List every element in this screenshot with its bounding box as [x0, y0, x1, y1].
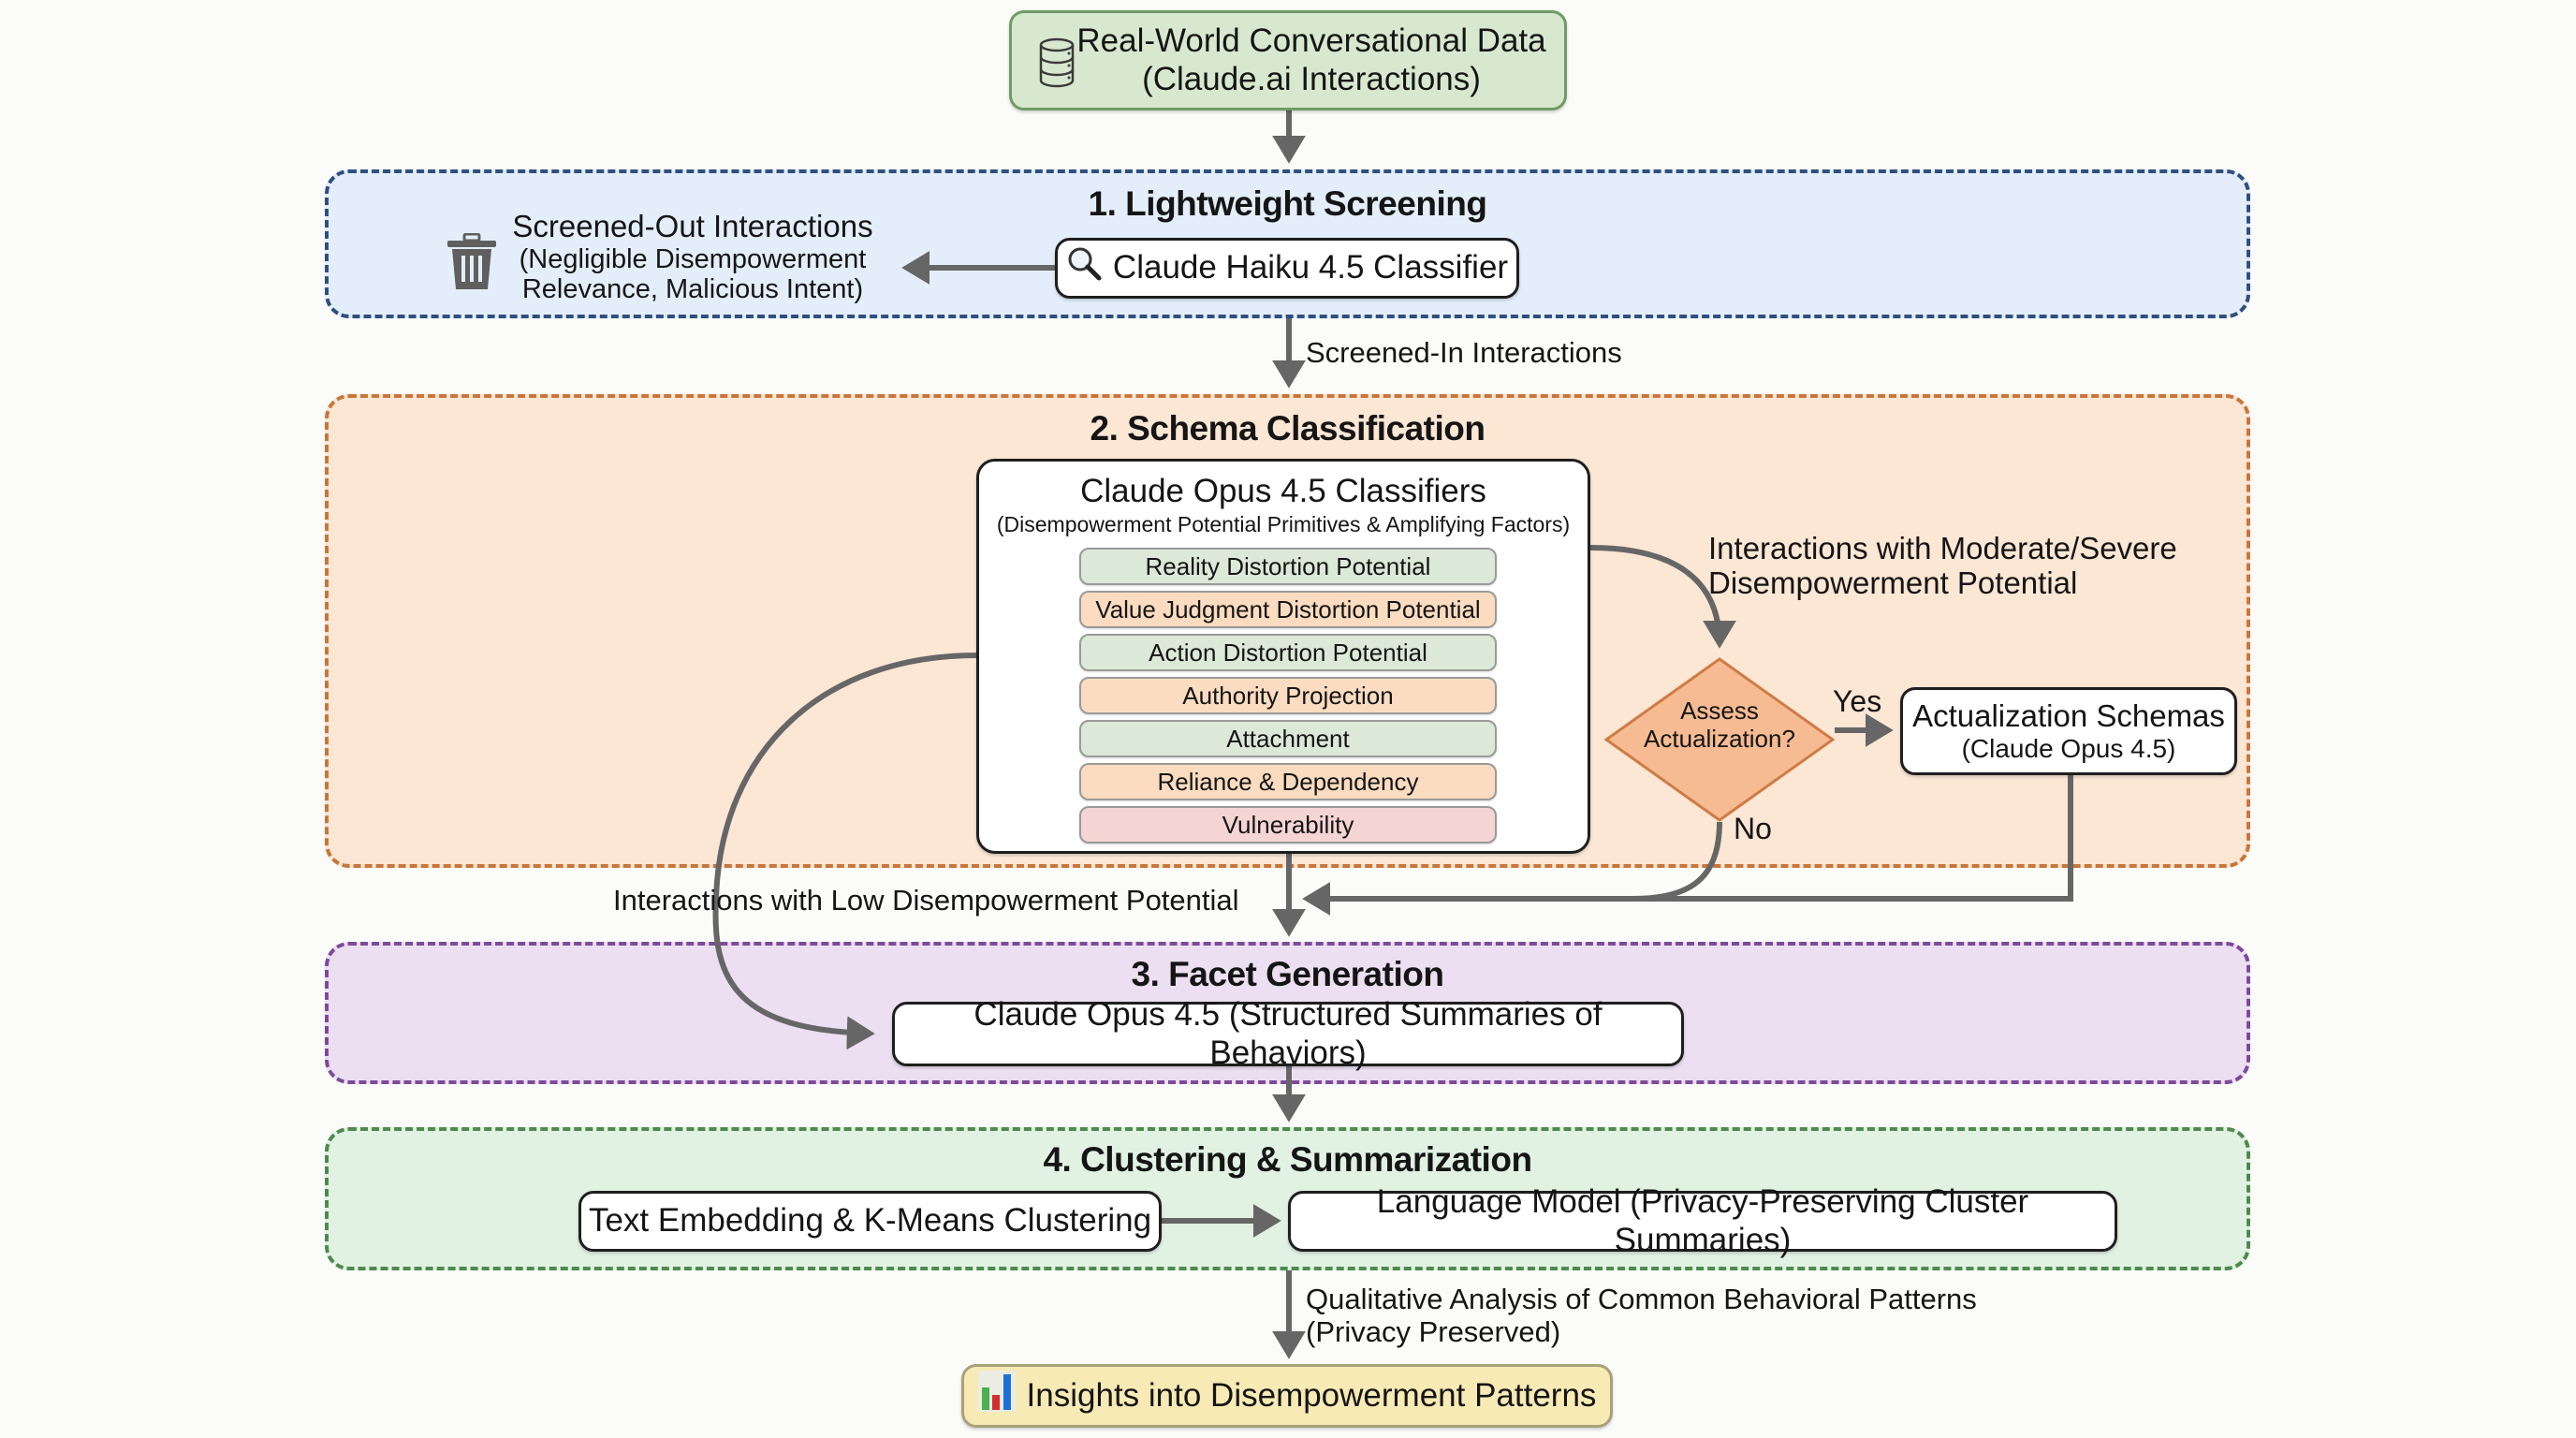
stage-1-title: 1. Lightweight Screening	[1088, 184, 1487, 223]
stage-4-title: 4. Clustering & Summarization	[1043, 1140, 1532, 1179]
source-title: Real-World Conversational Data	[1076, 22, 1546, 60]
facet-generation-node: Claude Opus 4.5 (Structured Summaries of…	[892, 996, 1684, 1071]
moderate-severe-label: Interactions with Moderate/Severe Disemp…	[1708, 531, 2177, 600]
decision-diamond	[1604, 657, 1835, 822]
classifier-chip: Reliance & Dependency	[1079, 763, 1497, 800]
insights-node: Insights into Disempowerment Patterns	[961, 1364, 1613, 1428]
database-icon	[1038, 37, 1076, 96]
source-subtitle: (Claude.ai Interactions)	[1142, 60, 1481, 97]
screened-in-label: Screened-In Interactions	[1306, 336, 1622, 369]
stage-2-title: 2. Schema Classification	[1090, 409, 1486, 448]
classifier-chip: Reality Distortion Potential	[1079, 548, 1497, 585]
low-potential-label: Interactions with Low Disempowerment Pot…	[613, 884, 1239, 917]
actualization-title: Actualization Schemas	[1912, 697, 2225, 733]
classifier-chip: Value Judgment Distortion Potential	[1079, 591, 1497, 628]
magnifier-icon	[1066, 245, 1104, 291]
source-data-node: Real-World Conversational Data (Claude.a…	[1009, 10, 1567, 110]
classifier-chip: Authority Projection	[1079, 677, 1497, 714]
no-label: No	[1734, 812, 1772, 845]
classifier-chip: Vulnerability	[1079, 806, 1497, 844]
stage-3-title: 3. Facet Generation	[1131, 955, 1444, 993]
haiku-classifier-node: Claude Haiku 4.5 Classifier	[1055, 238, 1519, 299]
insights-label: Insights into Disempowerment Patterns	[1026, 1376, 1597, 1414]
haiku-classifier-label: Claude Haiku 4.5 Classifier	[1112, 249, 1509, 286]
opus-classifiers-node: Claude Opus 4.5 Classifiers (Disempowerm…	[976, 459, 1590, 854]
decision-label: Assess Actualization?	[1644, 697, 1795, 753]
screened-out-title: Screened-Out Interactions	[512, 209, 873, 243]
bar-chart-icon	[977, 1371, 1016, 1420]
actualization-subtitle: (Claude Opus 4.5)	[1961, 733, 2176, 763]
qualitative-analysis-label: Qualitative Analysis of Common Behaviora…	[1306, 1283, 1977, 1348]
text-embedding-node: Text Embedding & K-Means Clustering	[578, 1191, 1162, 1252]
classifier-chip: Attachment	[1079, 720, 1497, 757]
classifier-chip: Action Distortion Potential	[1079, 634, 1497, 671]
actualization-schemas-node: Actualization Schemas (Claude Opus 4.5)	[1900, 687, 2237, 775]
classifiers-title: Claude Opus 4.5 Classifiers	[1080, 473, 1486, 509]
screened-out-label: Screened-Out Interactions (Negligible Di…	[505, 209, 880, 305]
trash-icon	[446, 232, 498, 296]
classifiers-subtitle: (Disempowerment Potential Primitives & A…	[996, 512, 1571, 536]
yes-label: Yes	[1833, 684, 1882, 718]
language-model-node: Language Model (Privacy-Preserving Clust…	[1288, 1183, 2117, 1258]
